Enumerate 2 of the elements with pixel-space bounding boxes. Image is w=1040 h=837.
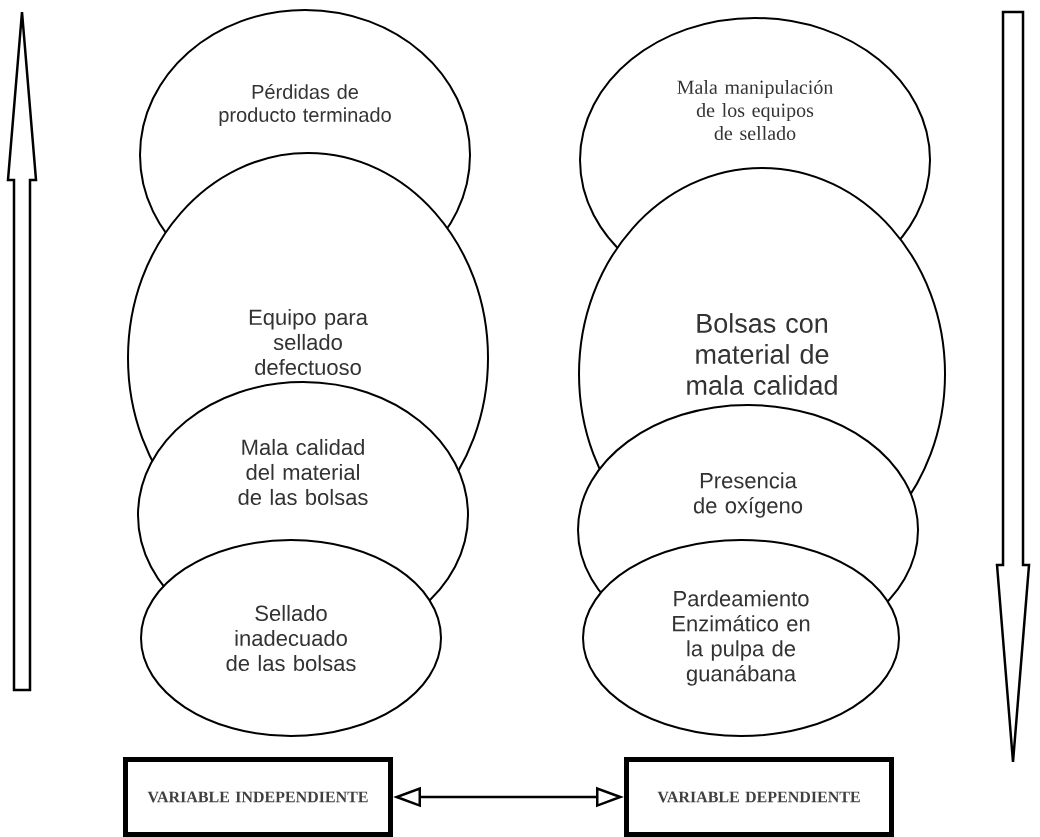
variable-box: VARIABLE INDEPENDIENTE (123, 757, 393, 837)
variable-box: VARIABLE DEPENDIENTE (624, 757, 894, 837)
